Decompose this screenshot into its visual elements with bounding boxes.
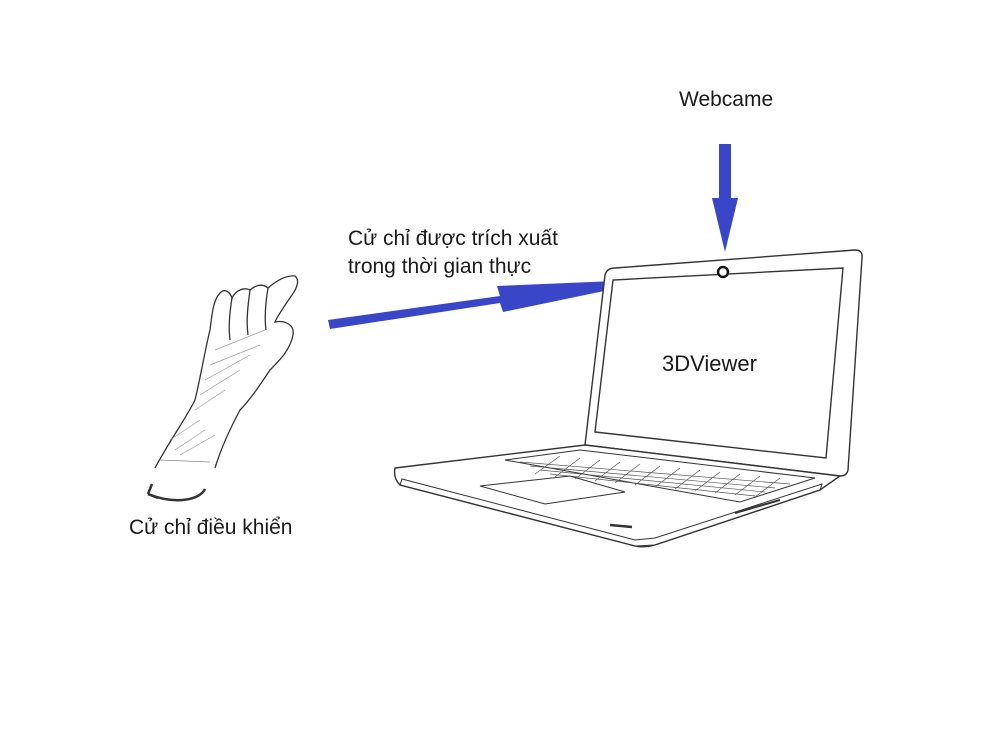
laptop-sketch xyxy=(393,249,863,548)
hand-sketch xyxy=(154,275,299,469)
gesture-extracted-line-1: Cử chỉ được trích xuất xyxy=(348,227,558,250)
webcam-arrow xyxy=(712,144,738,252)
screen-app-label: 3DViewer xyxy=(662,351,757,376)
control-gesture-label: Cử chỉ điều khiển xyxy=(129,516,293,539)
webcam-label: Webcame xyxy=(679,88,774,111)
gesture-arrow xyxy=(328,279,662,329)
gesture-extracted-line-2: trong thời gian thực xyxy=(348,255,532,278)
gesture-extracted-label: Cử chỉ được trích xuất trong thời gian t… xyxy=(348,225,558,281)
webcam-lens xyxy=(716,265,730,279)
rotate-arrow-icon xyxy=(146,483,207,502)
